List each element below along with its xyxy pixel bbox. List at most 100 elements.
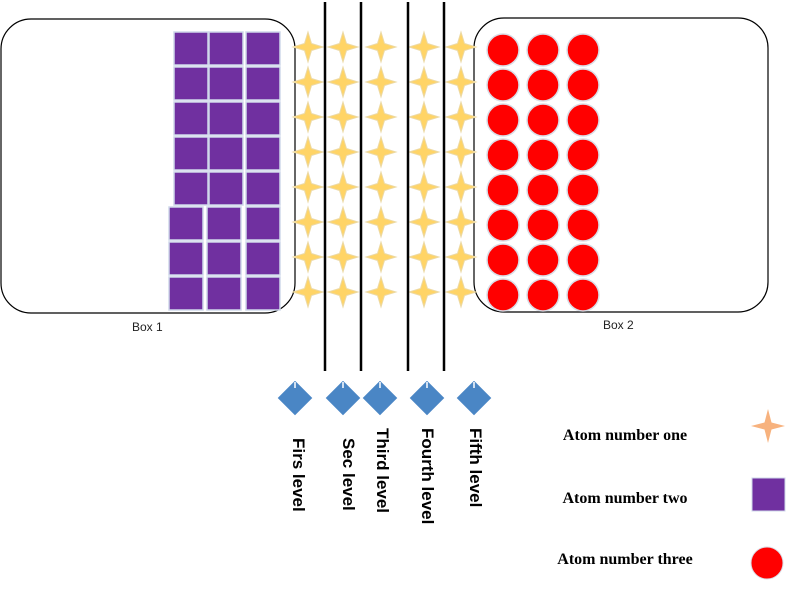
atom-one-star (326, 240, 360, 274)
atom-one-star (364, 240, 398, 274)
atom-three-circle (486, 33, 520, 67)
atom-one-star (326, 275, 360, 309)
level-2-label: Sec level (339, 438, 358, 511)
atom-one-star (364, 170, 398, 204)
atom-two-square (173, 101, 209, 136)
level-3-label: Third level (373, 428, 392, 514)
atom-three-circle (566, 173, 600, 207)
atom-one-star (364, 275, 398, 309)
atom-two-square (245, 206, 281, 241)
circle-icon (750, 546, 784, 580)
box-1-label: Box 1 (132, 320, 163, 334)
atom-one-star (407, 135, 441, 169)
level-5-label: Fifth level (466, 428, 485, 508)
atom-one-star (444, 30, 478, 64)
atom-one-star (407, 30, 441, 64)
box-2 (473, 17, 769, 313)
box-2-label: Box 2 (603, 318, 634, 332)
atom-two-square (245, 171, 281, 206)
atom-one-star (326, 30, 360, 64)
legend-atom-three-label: Atom number three (557, 551, 693, 568)
atom-three-circle (526, 68, 560, 102)
atom-one-star (291, 240, 325, 274)
atom-three-circle (486, 68, 520, 102)
atom-one-star (291, 65, 325, 99)
atom-two-square (206, 241, 242, 276)
legend-atom-one-label: Atom number one (562, 427, 688, 444)
atom-three-circle (526, 278, 560, 312)
atom-two-square (168, 276, 204, 311)
atom-two-square (173, 171, 209, 206)
atom-one-star (326, 170, 360, 204)
atom-one-star (364, 65, 398, 99)
atom-one-star (291, 275, 325, 309)
atom-one-star (444, 135, 478, 169)
atom-one-star (407, 205, 441, 239)
level-1-label: Firs level (289, 438, 308, 512)
atom-two-square (173, 31, 209, 66)
atom-two-square (208, 31, 244, 66)
atom-three-circle (526, 243, 560, 277)
atom-two-square (208, 171, 244, 206)
atom-two-square (206, 276, 242, 311)
atom-two-square (168, 206, 204, 241)
atom-one-star (407, 275, 441, 309)
atom-three-circle (526, 208, 560, 242)
atom-one-star (407, 240, 441, 274)
atom-three-circle (526, 138, 560, 172)
atom-two-square (245, 241, 281, 276)
atom-two-square (208, 66, 244, 101)
atom-two-square (245, 31, 281, 66)
atom-two-square (245, 101, 281, 136)
atom-three-circle (486, 103, 520, 137)
atom-one-star (291, 205, 325, 239)
atom-two-square (168, 241, 204, 276)
atom-three-circle (526, 103, 560, 137)
atom-two-square (245, 136, 281, 171)
atom-one-star (444, 170, 478, 204)
atom-two-square (173, 66, 209, 101)
square-icon (751, 477, 786, 512)
atom-one-star (364, 100, 398, 134)
star-icon (751, 409, 785, 443)
atom-one-star (291, 30, 325, 64)
level-marker-diamond (276, 379, 314, 417)
atom-one-star (364, 205, 398, 239)
atom-three-circle (486, 208, 520, 242)
atom-one-star (444, 275, 478, 309)
atom-two-square (245, 66, 281, 101)
atom-one-star (444, 240, 478, 274)
atom-three-circle (566, 68, 600, 102)
atom-one-star (364, 30, 398, 64)
atom-one-star (326, 135, 360, 169)
atom-three-circle (566, 138, 600, 172)
atom-one-star (407, 65, 441, 99)
atom-two-square (245, 276, 281, 311)
atom-one-star (326, 205, 360, 239)
atom-one-star (407, 170, 441, 204)
atom-one-star (364, 135, 398, 169)
atom-one-star (326, 100, 360, 134)
legend-atom-two-label: Atom number two (562, 490, 688, 507)
atom-two-square (208, 136, 244, 171)
atom-three-circle (566, 33, 600, 67)
atom-two-square (173, 136, 209, 171)
level-marker-diamond (361, 379, 399, 417)
atom-one-star (444, 205, 478, 239)
atom-one-star (444, 65, 478, 99)
atom-three-circle (526, 173, 560, 207)
atom-one-star (444, 100, 478, 134)
level-4-label: Fourth level (418, 428, 437, 525)
atom-one-star (407, 100, 441, 134)
level-marker-diamond (455, 379, 493, 417)
atom-three-circle (566, 103, 600, 137)
level-marker-diamond (324, 379, 362, 417)
atom-three-circle (486, 138, 520, 172)
atom-three-circle (566, 243, 600, 277)
level-marker-diamond (408, 379, 446, 417)
atom-three-circle (566, 278, 600, 312)
atom-one-star (291, 170, 325, 204)
atom-three-circle (486, 278, 520, 312)
atom-two-square (208, 101, 244, 136)
